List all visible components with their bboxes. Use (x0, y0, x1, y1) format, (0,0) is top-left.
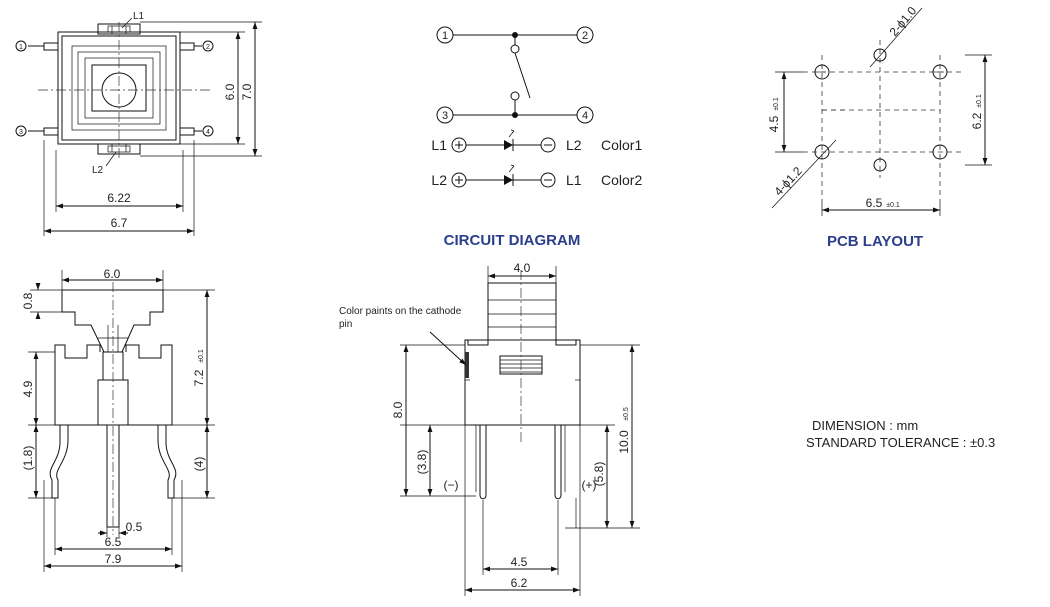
pcb-layout-title: PCB LAYOUT (827, 233, 923, 250)
pcb-dim-horizontal: 6.5 (866, 196, 883, 210)
circuit-diagram (436, 26, 594, 188)
top-view (15, 17, 262, 236)
front-dim-62: 6.2 (511, 576, 528, 590)
pcb-dim-vertical2: 6.2 (970, 112, 984, 129)
front-minus-label: (−) (444, 478, 459, 492)
front-annotation-line1: Color paints on the cathode (339, 306, 462, 317)
pcb-dim-vertical-tol: ±0.1 (773, 97, 780, 111)
front-dim-58: (5.8) (592, 462, 606, 487)
pcb-hole-big-label: 2-ϕ1.0 (887, 4, 920, 39)
front-dim-100-tol: ±0.5 (623, 407, 630, 421)
circuit-pin2: 2 (582, 30, 588, 42)
top-dim-width-inner: 6.22 (107, 191, 131, 205)
top-l1-label: L1 (133, 11, 145, 22)
top-pin3-label: 3 (19, 129, 23, 136)
front-dim-top: 4.0 (514, 261, 531, 275)
front-dim-45: 4.5 (511, 555, 528, 569)
side-dim-4: (4) (192, 457, 206, 472)
front-annotation-line2: pin (339, 319, 352, 330)
pcb-dim-vertical2-tol: ±0.1 (976, 94, 983, 108)
front-view (400, 266, 640, 596)
side-dim-49: 4.9 (21, 380, 35, 397)
side-dim-top: 6.0 (104, 267, 121, 281)
side-dim-18: (1.8) (21, 446, 35, 471)
side-dim-79: 7.9 (105, 552, 122, 566)
side-dim-72-tol: ±0.1 (198, 349, 205, 363)
circuit-diagram-title: CIRCUIT DIAGRAM (444, 232, 581, 249)
pcb-dim-vertical: 4.5 (767, 115, 781, 132)
circuit-pin1: 1 (442, 30, 448, 42)
top-dim-height-outer: 7.0 (240, 83, 254, 100)
front-dim-38: (3.8) (415, 450, 429, 475)
side-dim-08: 0.8 (21, 292, 35, 309)
side-dim-72: 7.2 (192, 369, 206, 386)
note-tolerance: STANDARD TOLERANCE : ±0.3 (806, 435, 995, 450)
top-pin2-label: 2 (206, 44, 210, 51)
circuit-row1-right: L2 (566, 137, 582, 153)
top-pin4-label: 4 (206, 129, 210, 136)
circuit-row1-left: L1 (431, 137, 447, 153)
top-dim-width-outer: 6.7 (111, 216, 128, 230)
pcb-dim-horizontal-tol: ±0.1 (886, 202, 900, 209)
side-view (28, 270, 215, 572)
circuit-row2-color: Color2 (601, 172, 642, 188)
circuit-pin3: 3 (442, 110, 448, 122)
top-l2-label: L2 (92, 165, 104, 176)
circuit-pin4: 4 (582, 110, 588, 122)
top-dim-height-inner: 6.0 (223, 83, 237, 100)
top-pin1-label: 1 (19, 44, 23, 51)
circuit-row2-right: L1 (566, 172, 582, 188)
side-dim-05: 0.5 (126, 520, 143, 534)
front-dim-80: 8.0 (391, 401, 405, 418)
pcb-layout (771, 7, 992, 216)
pcb-hole-small-label: 4-ϕ1.2 (771, 164, 805, 199)
circuit-row1-color: Color1 (601, 137, 642, 153)
front-plus-label: (+) (582, 478, 597, 492)
side-dim-65: 6.5 (105, 535, 122, 549)
circuit-row2-left: L2 (431, 172, 447, 188)
note-dimension: DIMENSION : mm (812, 418, 918, 433)
front-dim-100: 10.0 (617, 430, 631, 454)
